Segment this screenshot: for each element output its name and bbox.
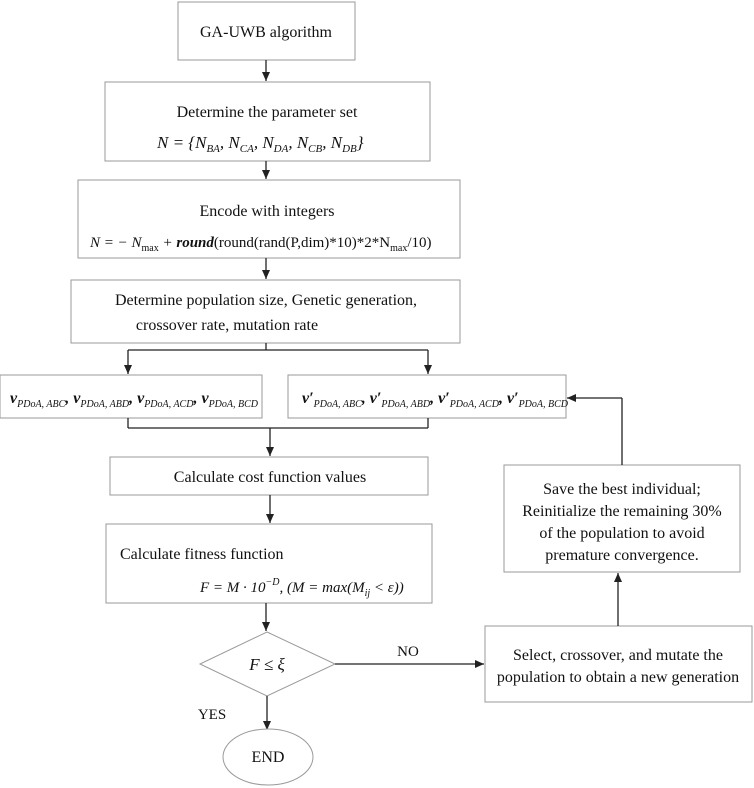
encode-label: Encode with integers (199, 203, 334, 220)
decision-label: F ≤ ξ (248, 655, 285, 674)
parameter-set-box: Determine the parameter set N = {NBA, NC… (104, 81, 431, 162)
cost-box: Calculate cost function values (109, 456, 429, 496)
select-line1: Select, crossover, and mutate the (513, 647, 723, 664)
save-line1: Save the best individual; (543, 481, 701, 498)
encode-formula: N = − Nmax + round(round(rand(P,dim)*10)… (89, 235, 432, 254)
population-line1: Determine population size, Genetic gener… (115, 292, 417, 309)
parameter-set-label: Determine the parameter set (177, 104, 358, 121)
population-box: Determine population size, Genetic gener… (70, 279, 461, 344)
select-box: Select, crossover, and mutate the popula… (484, 625, 753, 703)
cost-label: Calculate cost function values (174, 469, 366, 486)
save-line2: Reinitialize the remaining 30% (522, 503, 722, 520)
fitness-box: Calculate fitness function F = M · 10−D,… (105, 523, 433, 604)
start-label: GA-UWB algorithm (200, 24, 333, 41)
velocity-right-box: v′PDoA, ABC, v′PDoA, ABD, v′PDoA, ACD, v… (287, 374, 569, 419)
velocity-left-formula: vPDoA, ABC, vPDoA, ABD, vPDoA, ACD, vPDo… (10, 390, 259, 410)
population-line2: crossover rate, mutation rate (136, 317, 318, 334)
save-box: Save the best individual; Reinitialize t… (503, 464, 741, 573)
parameter-set-formula: N = {NBA, NCA, NDA, NCB, NDB} (156, 133, 364, 155)
velocity-right-formula: v′PDoA, ABC, v′PDoA, ABD, v′PDoA, ACD, v… (302, 390, 569, 410)
end-ellipse: END (222, 728, 314, 786)
no-label: NO (397, 644, 419, 660)
start-box: GA-UWB algorithm (177, 1, 356, 61)
save-line3: of the population to avoid (539, 525, 704, 542)
velocity-left-box: vPDoA, ABC, vPDoA, ABD, vPDoA, ACD, vPDo… (0, 374, 263, 419)
decision-diamond: F ≤ ξ (198, 631, 337, 697)
fitness-label: Calculate fitness function (120, 546, 284, 563)
save-line4: premature convergence. (545, 547, 698, 564)
fitness-formula: F = M · 10−D, (M = max(Mij < ε)) (199, 577, 404, 599)
yes-label: YES (198, 707, 226, 723)
select-line2: population to obtain a new generation (497, 669, 739, 686)
end-label: END (252, 749, 285, 766)
encode-box: Encode with integers N = − Nmax + round(… (77, 179, 461, 259)
